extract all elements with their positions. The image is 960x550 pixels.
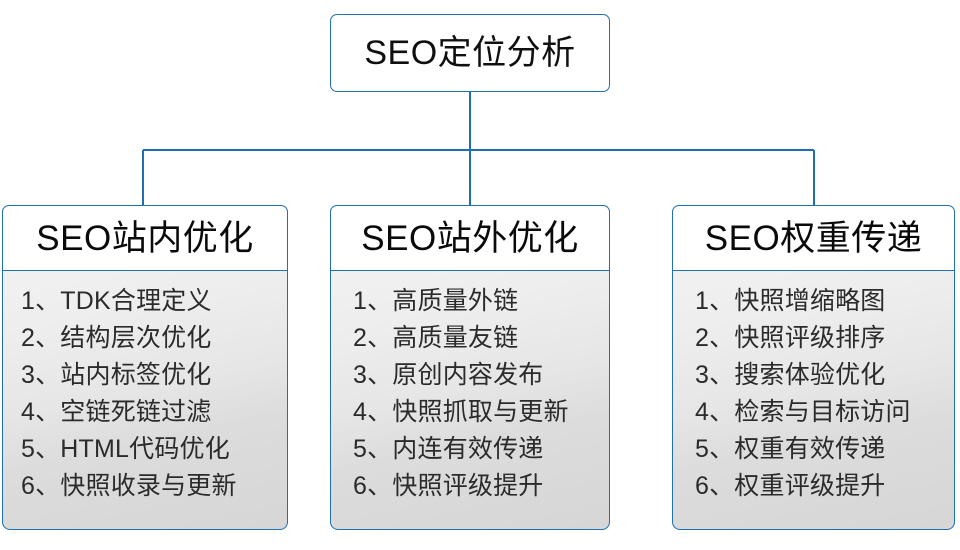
list-item: 5、权重有效传递	[695, 435, 886, 463]
branch-header-label-2: SEO站外优化	[361, 218, 579, 258]
branch-body-1: 1、TDK合理定义 2、结构层次优化 3、站内标签优化 4、空链死链过滤 5、H…	[2, 271, 288, 530]
branch-body-3: 1、快照增缩略图 2、快照评级排序 3、搜索体验优化 4、检索与目标访问 5、权…	[672, 271, 955, 530]
list-item: 1、快照增缩略图	[695, 287, 886, 315]
branch-column-2: SEO站外优化 1、高质量外链 2、高质量友链 3、原创内容发布 4、快照抓取与…	[330, 205, 610, 530]
branch-header-2[interactable]: SEO站外优化	[330, 205, 610, 271]
list-item: 2、结构层次优化	[21, 324, 212, 352]
list-item: 6、快照收录与更新	[21, 472, 237, 500]
list-item: 2、快照评级排序	[695, 324, 886, 352]
list-item: 3、站内标签优化	[21, 361, 212, 389]
root-node-label: SEO定位分析	[364, 34, 576, 72]
branch-item-list-1: 1、TDK合理定义 2、结构层次优化 3、站内标签优化 4、空链死链过滤 5、H…	[3, 283, 305, 505]
branch-header-label-3: SEO权重传递	[704, 218, 923, 258]
branch-column-1: SEO站内优化 1、TDK合理定义 2、结构层次优化 3、站内标签优化 4、空链…	[2, 205, 288, 530]
list-item: 4、快照抓取与更新	[353, 398, 569, 426]
root-node[interactable]: SEO定位分析	[330, 14, 610, 92]
branch-header-1[interactable]: SEO站内优化	[2, 205, 288, 271]
list-item: 6、权重评级提升	[695, 472, 886, 500]
branch-item-list-2: 1、高质量外链 2、高质量友链 3、原创内容发布 4、快照抓取与更新 5、内连有…	[331, 283, 631, 505]
list-item: 2、高质量友链	[353, 324, 519, 352]
list-item: 6、快照评级提升	[353, 472, 544, 500]
list-item: 4、空链死链过滤	[21, 398, 212, 426]
branch-item-list-3: 1、快照增缩略图 2、快照评级排序 3、搜索体验优化 4、检索与目标访问 5、权…	[673, 283, 960, 505]
list-item: 3、搜索体验优化	[695, 361, 886, 389]
branch-column-3: SEO权重传递 1、快照增缩略图 2、快照评级排序 3、搜索体验优化 4、检索与…	[672, 205, 955, 530]
list-item: 5、HTML代码优化	[21, 435, 230, 463]
list-item: 4、检索与目标访问	[695, 398, 911, 426]
branch-header-label-1: SEO站内优化	[36, 218, 254, 258]
branch-body-2: 1、高质量外链 2、高质量友链 3、原创内容发布 4、快照抓取与更新 5、内连有…	[330, 271, 610, 530]
list-item: 1、高质量外链	[353, 287, 519, 315]
list-item: 5、内连有效传递	[353, 435, 544, 463]
list-item: 3、原创内容发布	[353, 361, 544, 389]
branch-header-3[interactable]: SEO权重传递	[672, 205, 955, 271]
list-item: 1、TDK合理定义	[21, 287, 212, 315]
